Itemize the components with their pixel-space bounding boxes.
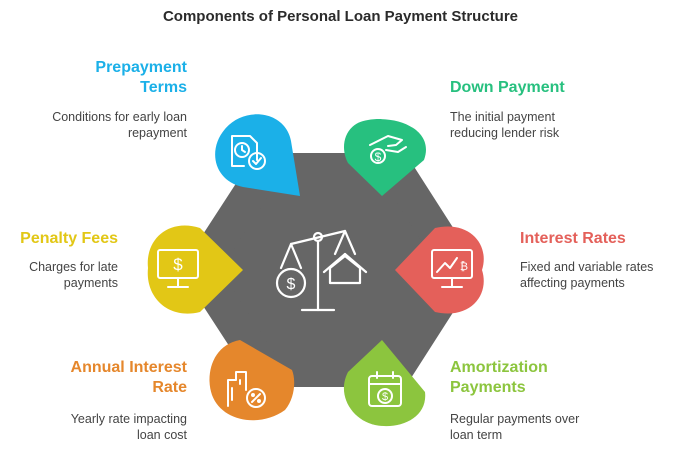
penalty-fees-node: $ (147, 225, 243, 314)
interest-rates-description: Fixed and variable rates affecting payme… (520, 259, 680, 291)
penalty-fees-heading: Penalty Fees (20, 230, 118, 247)
page-title: Components of Personal Loan Payment Stru… (162, 8, 519, 25)
prepayment-description: Conditions for early loan repayment (20, 109, 187, 141)
prepayment-desc-line2: repayment (127, 126, 187, 140)
annual-interest-description: Yearly rate impacting loan cost (30, 411, 187, 443)
prepayment-node (215, 114, 300, 196)
interest-rates-desc-line1: Fixed and variable rates (520, 260, 654, 274)
interest-rates-node: ₿ (395, 226, 484, 314)
down-payment-desc-line1: The initial payment (450, 110, 555, 124)
calendar-dollar-icon: $ (368, 371, 402, 407)
amortization-desc-line1: Regular payments over (450, 412, 580, 426)
svg-text:₿: ₿ (460, 261, 468, 273)
prepayment-heading-line1: Prepayment (95, 59, 187, 76)
annual-interest-heading: Annual Interest Rate (30, 358, 187, 398)
prepayment-desc-line1: Conditions for early loan (52, 110, 187, 124)
down-payment-description: The initial payment reducing lender risk (450, 109, 650, 141)
down-payment-heading: Down Payment (450, 79, 565, 96)
monitor-dollar-icon: $ (157, 249, 199, 288)
down-payment-node: $ (344, 119, 426, 196)
down-payment-desc-line2: reducing lender risk (450, 126, 560, 140)
svg-text:$: $ (382, 391, 388, 403)
amortization-node: $ (343, 340, 426, 427)
amortization-heading-line2: Payments (450, 379, 526, 396)
prepayment-heading-line2: Terms (140, 79, 187, 96)
penalty-desc-line2: payments (63, 276, 118, 290)
monitor-chart-icon: ₿ (431, 249, 473, 288)
annual-interest-heading-line2: Rate (152, 379, 187, 396)
svg-text:$: $ (287, 276, 296, 293)
penalty-desc-line1: Charges for late (29, 260, 118, 274)
scale-money-house-icon: $ (275, 229, 368, 312)
annual-interest-heading-line1: Annual Interest (70, 359, 187, 376)
amortization-heading: Amortization Payments (450, 358, 650, 398)
clock-document-icon (231, 135, 266, 170)
amortization-description: Regular payments over loan term (450, 411, 650, 443)
amortization-heading-line1: Amortization (450, 359, 548, 376)
interest-rates-heading: Interest Rates (520, 230, 626, 247)
interest-rates-desc-line2: affecting payments (520, 276, 625, 290)
building-percent-icon (227, 371, 266, 408)
prepayment-heading: Prepayment Terms (40, 58, 187, 98)
amortization-desc-line2: loan term (450, 428, 503, 442)
penalty-fees-description: Charges for late payments (0, 259, 118, 291)
hand-money-icon: $ (369, 135, 407, 164)
annual-interest-desc-line1: Yearly rate impacting (70, 412, 187, 426)
svg-text:$: $ (173, 255, 183, 274)
annual-interest-desc-line2: loan cost (136, 428, 187, 442)
svg-text:$: $ (375, 150, 382, 164)
annual-interest-node (209, 340, 295, 421)
